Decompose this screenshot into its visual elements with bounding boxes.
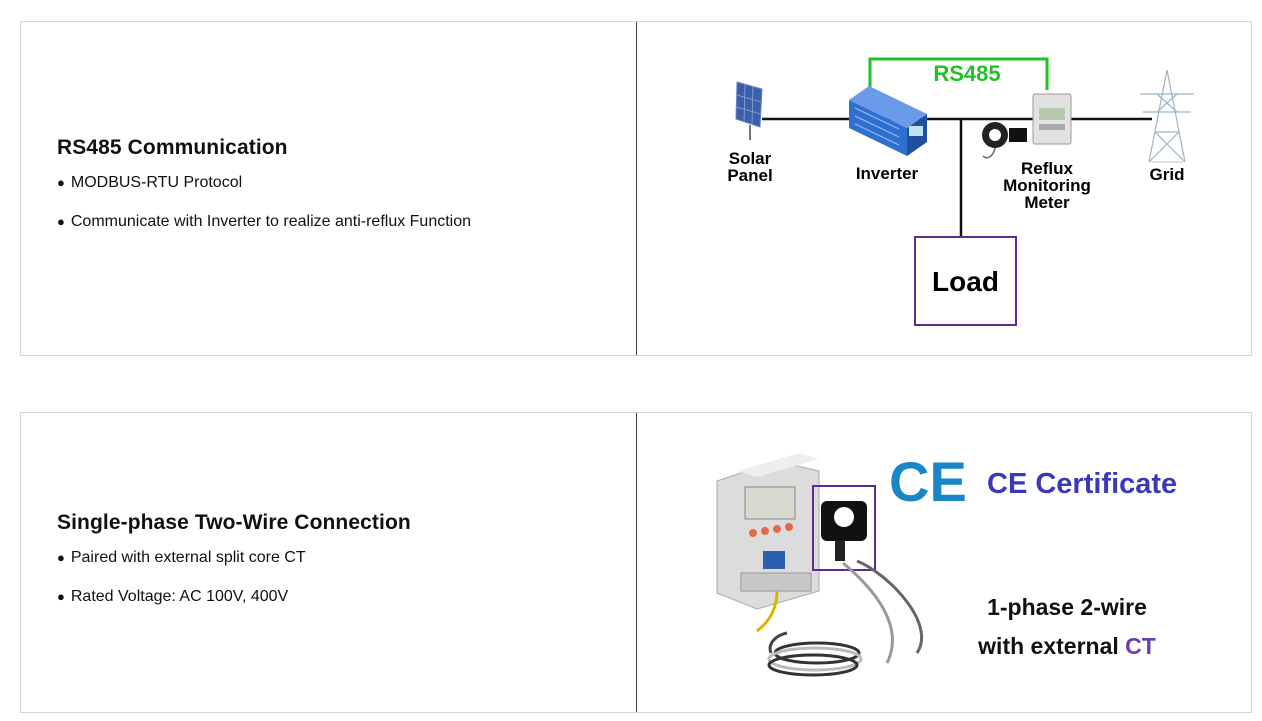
coiled-cable-icon [767, 559, 924, 677]
ce-mark-icon: CE [889, 450, 967, 513]
solar-panel-icon [735, 81, 763, 140]
bullet-item: ● Rated Voltage: AC 100V, 400V [57, 588, 611, 606]
rs485-label: RS485 [933, 61, 1000, 86]
caption-line-1: 1-phase 2-wire [987, 594, 1147, 620]
meter-label-3: Meter [1024, 193, 1070, 212]
grid-label: Grid [1150, 165, 1185, 184]
bullet-text: Communicate with Inverter to realize ant… [70, 213, 472, 230]
wiring-text: Single-phase Two-Wire Connection ● Paire… [57, 511, 611, 627]
inverter-icon [849, 86, 927, 156]
section-heading: Single-phase Two-Wire Connection [57, 511, 411, 534]
grid-tower-icon [1140, 69, 1194, 163]
bullet-text: MODBUS-RTU Protocol [70, 174, 243, 191]
caption-accent: CT [1125, 633, 1156, 659]
split-core-ct-icon [821, 501, 867, 561]
bullet-text: Rated Voltage: AC 100V, 400V [70, 588, 289, 605]
load-label: Load [932, 266, 999, 297]
ce-certificate-label: CE Certificate [987, 468, 1177, 500]
meter-icon [1032, 93, 1072, 145]
bullet-text: Paired with external split core CT [70, 549, 306, 566]
rs485-section: RS485 Communication ● MODBUS-RTU Protoco… [20, 21, 1252, 356]
rs485-bus-line [868, 57, 1049, 102]
wiring-section: Single-phase Two-Wire Connection ● Paire… [20, 412, 1252, 713]
bullet-dot: ● [57, 589, 65, 604]
inverter-label: Inverter [856, 164, 919, 183]
rs485-diagram: RS485 Solar Panel [637, 22, 1251, 360]
solar-panel-label-1: Solar [729, 149, 772, 168]
meter-label-1: Reflux [1021, 159, 1074, 178]
column-divider [636, 413, 637, 712]
column-divider [636, 22, 637, 355]
din-meter-icon [716, 453, 820, 633]
ct-clamp-icon [982, 122, 1027, 159]
section-heading: RS485 Communication [57, 136, 288, 159]
bullet-item: ● Communicate with Inverter to realize a… [57, 213, 611, 231]
bullet-item: ● MODBUS-RTU Protocol [57, 174, 611, 192]
bullet-dot: ● [57, 175, 65, 190]
bullet-item: ● Paired with external split core CT [57, 549, 611, 567]
rs485-text: RS485 Communication ● MODBUS-RTU Protoco… [57, 136, 611, 252]
load-box [914, 236, 1017, 326]
solar-panel-label-2: Panel [727, 166, 772, 185]
meter-label-2: Monitoring [1003, 176, 1091, 195]
ct-highlight-box [812, 485, 876, 571]
bullet-dot: ● [57, 550, 65, 565]
product-figure: CE CE Certificate 1-phase 2-wire with ex… [637, 413, 1251, 717]
bullet-dot: ● [57, 214, 65, 229]
caption-prefix: with external [977, 633, 1125, 659]
caption-line-2: with external CT [977, 633, 1156, 659]
